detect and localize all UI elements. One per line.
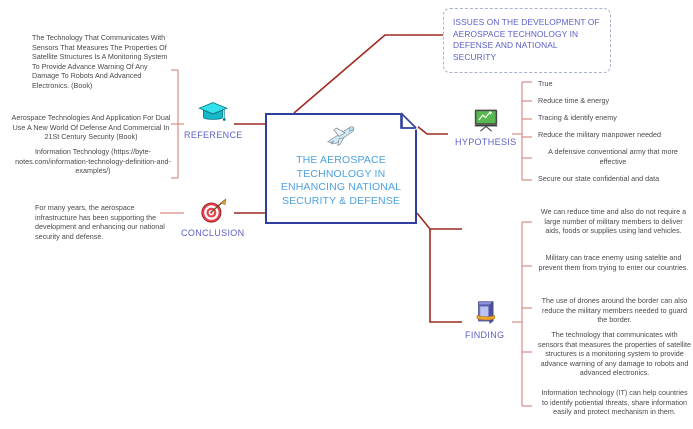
leaf-finding-1[interactable]: We can reduce time and also do not requi…: [540, 207, 687, 236]
branch-label-conclusion: CONCLUSION: [181, 228, 245, 238]
branch-label-reference: REFERENCE: [184, 130, 243, 140]
leaf-hypothesis-4[interactable]: Reduce the military manpower needed: [538, 130, 662, 139]
leaf-hypothesis-6[interactable]: Secure our state confidential and data: [538, 174, 660, 183]
target-dart-icon: [201, 198, 226, 223]
branch-reference[interactable]: REFERENCE: [184, 98, 243, 140]
leaf-finding-5[interactable]: Information technology (IT) can help cou…: [541, 388, 688, 417]
issues-text: ISSUES ON THE DEVELOPMENT OF AEROSPACE T…: [453, 17, 600, 62]
book-icon: [476, 301, 495, 325]
leaf-hypothesis-5[interactable]: A defensive conventional army that more …: [548, 147, 678, 166]
leaf-hypothesis-3[interactable]: Tracing & identify enemy: [538, 113, 617, 122]
leaf-reference-1[interactable]: The Technology That Communicates With Se…: [32, 33, 168, 90]
branch-label-hypothesis: HYPOTHESIS: [455, 137, 517, 147]
airplane-icon: [326, 126, 355, 147]
leaf-reference-3[interactable]: Information Technology (https://byte-not…: [15, 147, 171, 176]
leaf-reference-2[interactable]: Aerospace Technologies And Application F…: [11, 113, 171, 142]
leaf-hypothesis-1[interactable]: True: [538, 79, 553, 88]
branch-conclusion[interactable]: CONCLUSION: [181, 196, 245, 238]
leaf-conclusion-1[interactable]: For many years, the aerospace infrastruc…: [35, 203, 165, 241]
branch-label-finding: FINDING: [465, 330, 505, 340]
leaf-finding-4[interactable]: The technology that communicates with se…: [538, 330, 692, 378]
leaf-hypothesis-2[interactable]: Reduce time & energy: [538, 96, 610, 105]
issues-callout[interactable]: ISSUES ON THE DEVELOPMENT OF AEROSPACE T…: [443, 8, 611, 73]
central-node[interactable]: THE AEROSPACE TECHNOLOGY IN ENHANCING NA…: [265, 112, 418, 224]
central-title: THE AEROSPACE TECHNOLOGY IN ENHANCING NA…: [280, 154, 402, 207]
graduation-cap-icon: [198, 102, 228, 121]
presentation-board-icon: [474, 109, 497, 132]
branch-finding[interactable]: FINDING: [465, 298, 504, 340]
leaf-finding-3[interactable]: The use of drones around the border can …: [541, 296, 688, 325]
branch-hypothesis[interactable]: HYPOTHESIS: [455, 105, 517, 147]
leaf-finding-2[interactable]: Military can trace enemy using satelite …: [538, 253, 689, 272]
folded-corner-icon: [400, 112, 418, 130]
